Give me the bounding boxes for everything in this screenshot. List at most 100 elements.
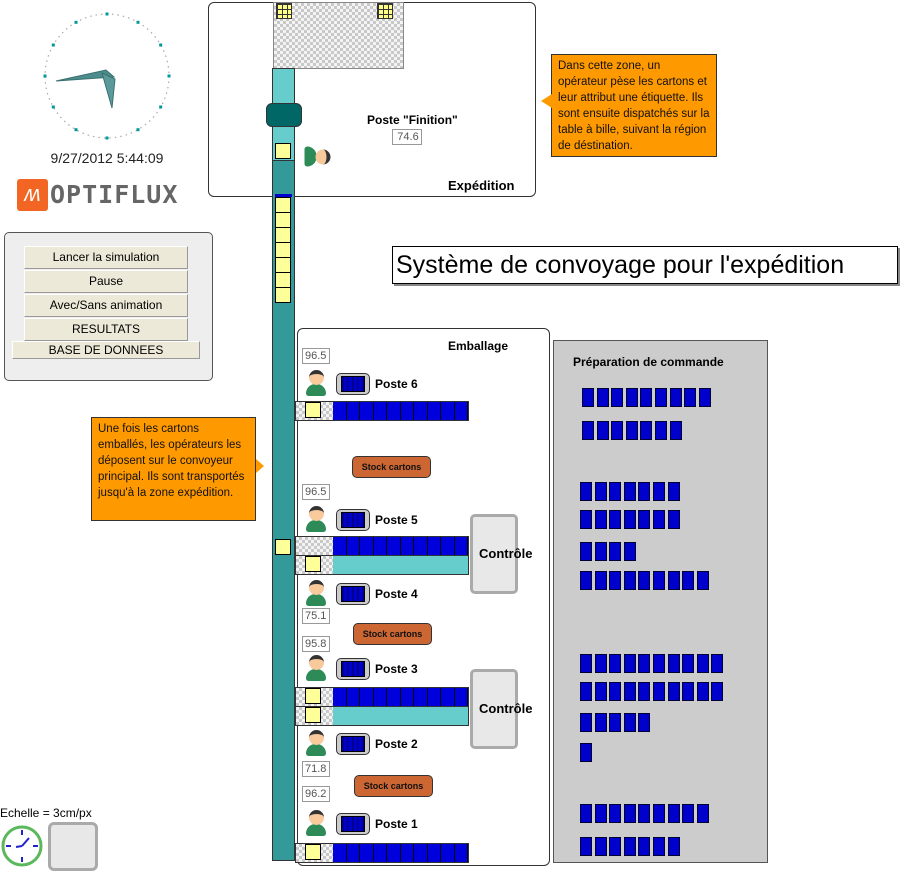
operator-body — [306, 520, 326, 532]
finition-value: 74.6 — [392, 129, 422, 145]
conveyor-carton — [360, 688, 374, 706]
carton — [305, 402, 321, 418]
carton — [275, 227, 291, 243]
buffer-fill — [341, 736, 365, 752]
order-carton — [653, 510, 665, 529]
conveyor-carton — [414, 537, 428, 555]
pallet-icon — [377, 3, 393, 19]
poste-conveyor — [295, 843, 469, 863]
order-carton — [609, 713, 622, 732]
conveyor-carton — [346, 402, 360, 420]
conveyor-carton — [333, 844, 347, 862]
clock-tick — [43, 74, 47, 78]
order-carton — [594, 654, 607, 673]
order-carton — [696, 654, 709, 673]
stock-cartons: Stock cartons — [353, 623, 432, 645]
poste-value: 96.5 — [302, 348, 330, 364]
order-carton — [711, 654, 724, 673]
order-carton — [667, 654, 680, 673]
operator-head — [309, 655, 324, 670]
logo-text: OPTIFLUX — [50, 180, 179, 209]
order-carton — [655, 388, 667, 407]
toggle-animation-button[interactable]: Avec/Sans animation — [24, 294, 188, 317]
operator-head — [309, 810, 324, 825]
minute-hand — [55, 69, 116, 82]
controle-station: Contrôle — [470, 669, 532, 749]
order-carton — [667, 804, 680, 823]
operator-icon — [304, 810, 328, 837]
blank-toggle-button[interactable] — [48, 822, 98, 871]
order-carton — [594, 571, 607, 590]
order-carton — [580, 654, 592, 673]
operator-head — [309, 730, 324, 745]
conveyor-carton — [427, 844, 441, 862]
order-carton — [582, 421, 594, 440]
order-carton — [638, 482, 651, 501]
order-carton — [609, 542, 622, 561]
carton-buffer-icon — [336, 733, 370, 755]
poste-conveyor — [295, 401, 469, 421]
carton — [305, 688, 321, 704]
order-carton — [596, 388, 609, 407]
order-carton — [684, 388, 697, 407]
carton — [275, 197, 291, 213]
conveyor-carton — [387, 402, 401, 420]
results-button[interactable]: RESULTATS — [24, 318, 188, 341]
order-carton — [609, 571, 622, 590]
page-title: Système de convoyage pour l'expédition — [392, 246, 898, 284]
operator-head — [309, 580, 324, 595]
order-carton — [580, 542, 592, 561]
conveyor-carton — [441, 537, 455, 555]
order-carton — [698, 388, 711, 407]
order-carton — [594, 542, 607, 561]
order-carton — [696, 804, 709, 823]
emballage-zone — [297, 328, 550, 866]
order-carton — [580, 837, 592, 856]
order-carton — [638, 804, 651, 823]
clock-tick — [136, 128, 140, 132]
order-carton — [623, 571, 636, 590]
conveyor-carton — [333, 537, 347, 555]
clock-tick — [136, 20, 140, 24]
conveyor-carton — [454, 537, 468, 555]
carton — [275, 287, 291, 303]
operator-body — [306, 744, 326, 756]
conveyor-carton — [441, 688, 455, 706]
clock-tick — [159, 43, 163, 47]
operator-icon — [304, 506, 328, 533]
poste-label: Poste 6 — [375, 377, 418, 391]
conveyor-carton — [414, 688, 428, 706]
carton-buffer-icon — [336, 658, 370, 680]
operator-body — [306, 824, 326, 836]
conveyor-carton — [360, 402, 374, 420]
ball-table — [273, 2, 404, 69]
order-carton — [609, 654, 622, 673]
stock-cartons: Stock cartons — [352, 456, 431, 478]
carton-buffer-icon — [336, 813, 370, 835]
clock-icon[interactable] — [1, 825, 45, 869]
order-carton — [625, 388, 638, 407]
database-button[interactable]: BASE DE DONNEES — [12, 341, 200, 359]
expedition-zone-label: Expédition — [448, 178, 515, 193]
poste-conveyor — [295, 536, 469, 556]
order-carton — [653, 804, 665, 823]
poste-label: Poste 3 — [375, 662, 418, 676]
carton-buffer-icon — [336, 373, 370, 395]
emballage-callout: Une fois les cartons emballés, les opéra… — [91, 417, 256, 521]
order-carton — [609, 510, 622, 529]
order-carton — [653, 571, 665, 590]
order-carton — [609, 482, 622, 501]
clock-datetime: 9/27/2012 5:44:09 — [50, 150, 164, 166]
carton — [275, 272, 291, 288]
conveyor-carton — [373, 844, 387, 862]
start-simulation-button[interactable]: Lancer la simulation — [24, 246, 188, 269]
operator-icon — [304, 145, 331, 169]
buffer-fill — [341, 816, 365, 832]
conveyor-carton — [441, 844, 455, 862]
order-carton — [623, 542, 636, 561]
order-carton — [594, 682, 607, 701]
order-carton — [580, 804, 592, 823]
order-carton — [623, 804, 636, 823]
pause-button[interactable]: Pause — [24, 270, 188, 293]
order-carton — [638, 571, 651, 590]
